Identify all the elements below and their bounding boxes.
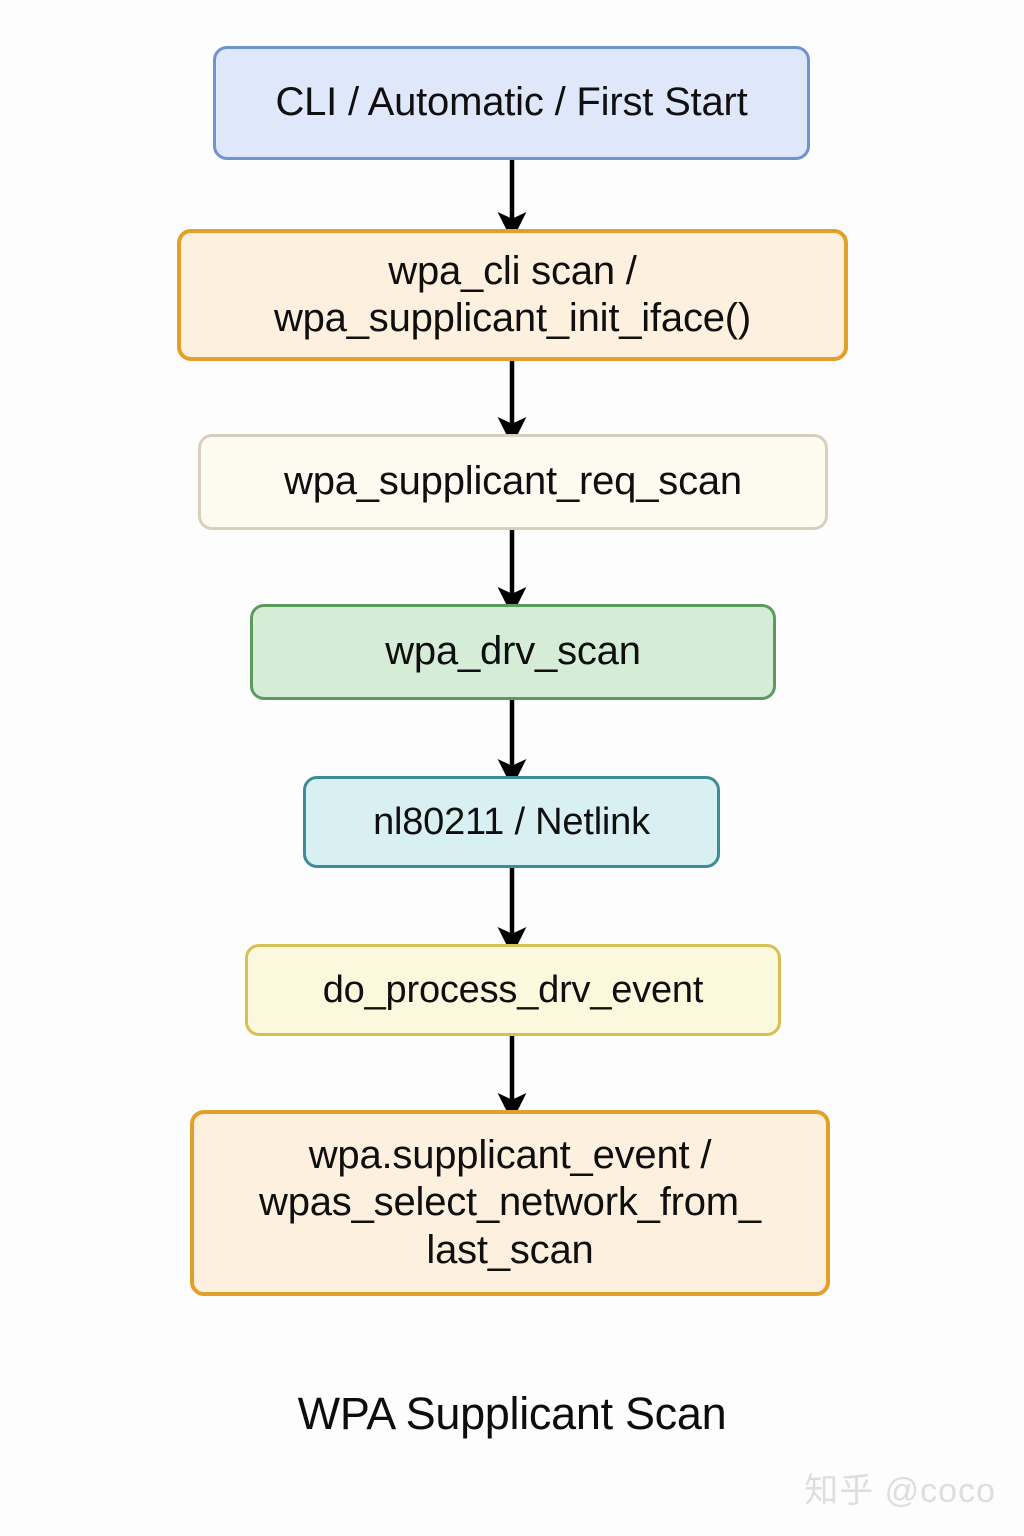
node-wpa-drv-scan[interactable]: wpa_drv_scan: [250, 604, 776, 700]
node-cli-automatic-first-start[interactable]: CLI / Automatic / First Start: [213, 46, 810, 160]
diagram-title: WPA Supplicant Scan: [297, 1388, 727, 1439]
node-do-process-drv-event[interactable]: do_process_drv_event: [245, 944, 781, 1036]
node-wpa-supplicant-event[interactable]: wpa.supplicant_event / wpas_select_netwo…: [190, 1110, 830, 1296]
node-wpa-supplicant-req-scan[interactable]: wpa_supplicant_req_scan: [198, 434, 828, 530]
watermark-zhihu-coco: 知乎 @coco: [804, 1472, 996, 1510]
node-wpa-cli-scan[interactable]: wpa_cli scan / wpa_supplicant_init_iface…: [177, 229, 848, 361]
node-nl80211-netlink[interactable]: nl80211 / Netlink: [303, 776, 720, 868]
